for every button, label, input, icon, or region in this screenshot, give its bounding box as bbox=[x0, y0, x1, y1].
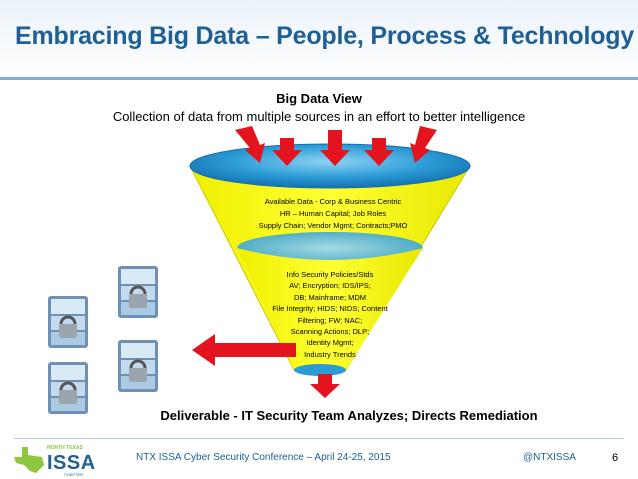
page-number: 6 bbox=[612, 452, 619, 464]
funnel-bottom-line: File Integrity; HIDS; NIDS; Content bbox=[272, 304, 388, 314]
funnel-lower bbox=[237, 248, 423, 370]
slide-title: Embracing Big Data – People, Process & T… bbox=[15, 22, 635, 50]
deliverable-text: Deliverable - IT Security Team Analyzes;… bbox=[160, 408, 538, 423]
input-arrow-2 bbox=[272, 138, 302, 166]
input-arrow-1 bbox=[235, 126, 265, 163]
logo-top-text: NORTH TEXAS bbox=[47, 445, 83, 451]
footer-handle: @NTXISSA bbox=[523, 452, 576, 463]
big-data-heading: Big Data View bbox=[276, 91, 362, 106]
funnel-bottom-line: Identity Mgmt; bbox=[306, 338, 354, 348]
funnel-top-line: HR – Human Capital; Job Roles bbox=[279, 209, 387, 218]
database-cluster bbox=[48, 266, 158, 414]
big-data-subheading: Collection of data from multiple sources… bbox=[112, 109, 526, 124]
input-arrow-5 bbox=[410, 126, 437, 163]
footer-divider bbox=[14, 438, 624, 439]
funnel-top-line: Available Data - Corp & Business Centric bbox=[264, 197, 402, 206]
footer-conference: NTX ISSA Cyber Security Conference – Apr… bbox=[136, 452, 391, 463]
funnel-bottom-line: Filtering; FW; NAC; bbox=[297, 315, 363, 325]
funnel-bottom-line: Industry Trends bbox=[304, 349, 356, 359]
database-lock-icon bbox=[118, 340, 158, 392]
input-arrow-3 bbox=[320, 130, 350, 166]
logo-main-text: ISSA bbox=[47, 452, 96, 474]
input-arrow-4 bbox=[364, 138, 394, 166]
output-arrow-down bbox=[310, 374, 340, 398]
funnel-bottom-line: Scanning Actions; DLP; bbox=[290, 327, 370, 337]
funnel-bottom-line: Info Security Policies/Stds bbox=[286, 270, 374, 279]
title-bar bbox=[0, 0, 638, 80]
funnel-bottom-line: AV; Encryption; IDS/IPS; bbox=[289, 281, 371, 291]
funnel-bottom-line: DB; Mainframe; MDM bbox=[293, 292, 367, 302]
funnel-band bbox=[237, 232, 423, 264]
texas-map-icon bbox=[14, 447, 44, 473]
funnel-top-text: Available Data - Corp & Business Centric… bbox=[235, 196, 431, 232]
database-lock-icon bbox=[48, 362, 88, 414]
funnel-bottom bbox=[294, 364, 346, 376]
logo-bottom-text: CHAPTER bbox=[64, 472, 84, 477]
database-lock-icon bbox=[118, 266, 158, 318]
funnel-bottom-text: Info Security Policies/Stds AV; Encrypti… bbox=[248, 269, 412, 360]
input-arrows bbox=[235, 126, 437, 166]
output-arrow-left bbox=[192, 334, 296, 366]
funnel-top-line: Supply Chain; Vendor Mgmt; Contracts;PMO bbox=[258, 221, 408, 230]
database-lock-icon bbox=[48, 296, 88, 348]
